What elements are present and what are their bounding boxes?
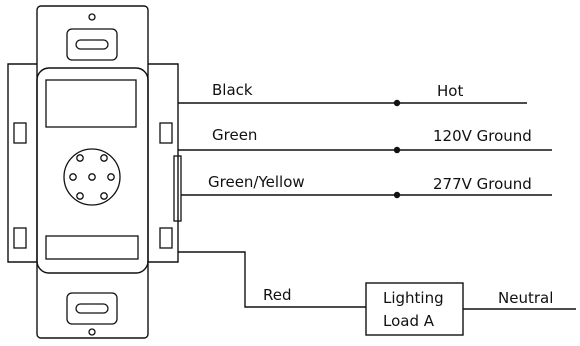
wire-neutral: Neutral <box>463 289 576 310</box>
wire-label-red: Red <box>263 286 292 304</box>
load-label-line1: Lighting <box>383 289 444 307</box>
wire-label-green-yellow: Green/Yellow <box>208 173 305 191</box>
terminal-label-277v-ground: 277V Ground <box>433 175 532 193</box>
side-terminal <box>173 155 182 222</box>
lighting-load-box: Lighting Load A <box>365 282 464 336</box>
left-yoke-ear <box>7 63 37 263</box>
top-screw-hole <box>88 13 96 21</box>
adjustment-dial <box>63 148 121 206</box>
device-body <box>36 67 149 274</box>
top-strap-frame <box>66 28 118 61</box>
yoke-tab-left-upper <box>13 122 27 144</box>
wire-black: Black Hot <box>178 81 527 107</box>
splice-dot-277v <box>393 191 401 199</box>
load-label-line2: Load A <box>383 312 435 330</box>
push-button <box>45 235 139 260</box>
wire-label-green: Green <box>212 126 257 144</box>
top-strap-slot <box>75 39 109 50</box>
wire-green: Green 120V Ground <box>178 126 552 154</box>
splice-dot-120v <box>393 146 401 154</box>
bottom-strap-slot <box>75 303 109 314</box>
right-yoke-ear <box>148 63 179 263</box>
terminal-label-hot: Hot <box>437 82 463 100</box>
wire-green-yellow: Green/Yellow 277V Ground <box>181 173 552 199</box>
sensor-device <box>7 5 182 339</box>
sensor-window <box>45 79 137 128</box>
wall-plate <box>36 5 149 339</box>
yoke-tab-right-upper <box>159 122 173 144</box>
bottom-screw-hole <box>88 328 96 336</box>
splice-dot-hot <box>393 99 401 107</box>
neutral-label: Neutral <box>498 289 553 307</box>
wire-red: Red <box>178 251 366 308</box>
bottom-strap-frame <box>66 292 118 325</box>
yoke-tab-right-lower <box>159 227 173 249</box>
terminal-label-120v-ground: 120V Ground <box>433 127 532 145</box>
yoke-tab-left-lower <box>13 227 27 249</box>
wire-label-black: Black <box>212 81 253 99</box>
